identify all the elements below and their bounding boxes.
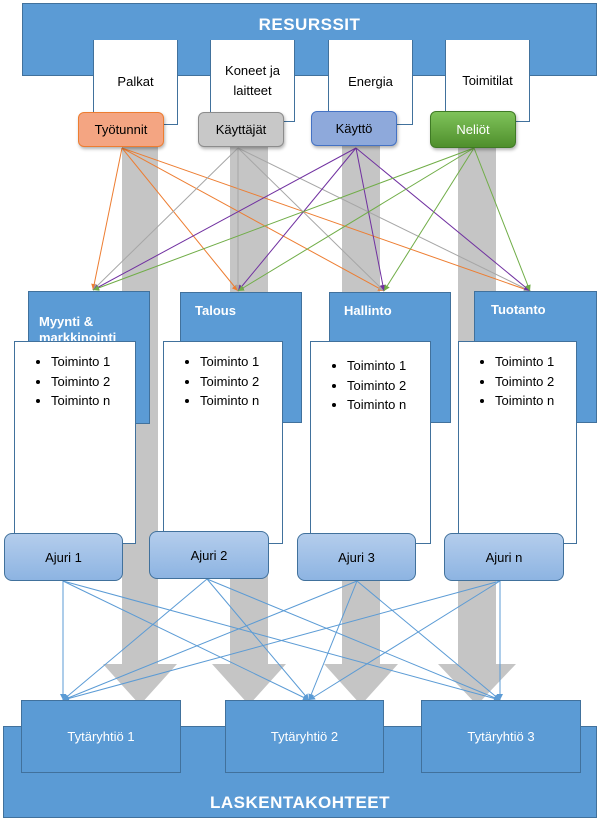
task-item: Toiminto n	[200, 391, 282, 411]
tag-neliot-label: Neliöt	[456, 122, 490, 137]
department-talous-label: Talous	[195, 303, 236, 318]
task-item: Toiminto 1	[495, 352, 576, 372]
target-tytaryhtio-2-label: Tytäryhtiö 2	[270, 729, 339, 744]
tasks-myynti: Toiminto 1 Toiminto 2 Toiminto n	[14, 341, 136, 544]
driver-2-label: Ajuri 2	[190, 547, 228, 563]
lines-tyotunnit	[91, 147, 531, 292]
resource-energia: Energia	[328, 40, 413, 125]
tag-kaytto: Käyttö	[311, 111, 397, 146]
task-item: Toiminto 2	[51, 372, 135, 392]
driver-n: Ajuri n	[444, 533, 564, 581]
tasks-tuotanto: Toiminto 1 Toiminto 2 Toiminto n	[458, 341, 577, 544]
lines-neliot	[92, 147, 531, 292]
lines-drivers	[60, 578, 503, 702]
target-tytaryhtio-2: Tytäryhtiö 2	[225, 700, 384, 773]
tag-kaytto-label: Käyttö	[335, 121, 373, 136]
targets-title: LASKENTAKOHTEET	[209, 793, 390, 812]
target-tytaryhtio-3: Tytäryhtiö 3	[421, 700, 581, 773]
resource-palkat: Palkat	[93, 40, 178, 125]
resource-palkat-label: Palkat	[117, 74, 154, 89]
tag-tyotunnit-label: Työtunnit	[94, 122, 148, 137]
tag-kayttajat-label: Käyttäjät	[215, 122, 267, 137]
resource-energia-label: Energia	[348, 74, 393, 89]
driver-1: Ajuri 1	[4, 533, 123, 581]
tag-neliot: Neliöt	[430, 111, 516, 148]
tag-tyotunnit: Työtunnit	[78, 112, 164, 147]
resource-toimitilat: Toimitilat	[445, 40, 530, 122]
task-item: Toiminto n	[51, 391, 135, 411]
target-tytaryhtio-1: Tytäryhtiö 1	[21, 700, 181, 773]
task-item: Toiminto 1	[347, 356, 430, 376]
lines-kaytto	[92, 147, 531, 292]
tag-kayttajat: Käyttäjät	[198, 112, 284, 147]
tasks-talous: Toiminto 1 Toiminto 2 Toiminto n	[163, 341, 283, 544]
driver-1-label: Ajuri 1	[45, 549, 82, 565]
resource-koneet: Koneet ja laitteet	[210, 40, 295, 122]
task-item: Toiminto 1	[51, 352, 135, 372]
driver-2: Ajuri 2	[149, 531, 269, 579]
target-tytaryhtio-1-label: Tytäryhtiö 1	[67, 729, 135, 744]
tasks-hallinto: Toiminto 1 Toiminto 2 Toiminto n	[310, 341, 431, 544]
resource-koneet-label: Koneet ja laitteet	[225, 62, 280, 98]
resource-toimitilat-label: Toimitilat	[462, 72, 513, 88]
resources-title: RESURSSIT	[258, 15, 361, 34]
lines-kayttajat	[92, 147, 531, 292]
department-tuotanto-label: Tuotanto	[491, 302, 546, 317]
driver-3-label: Ajuri 3	[338, 549, 375, 565]
task-item: Toiminto n	[495, 391, 576, 411]
task-item: Toiminto 1	[200, 352, 282, 372]
task-item: Toiminto 2	[347, 376, 430, 396]
department-hallinto-label: Hallinto	[344, 303, 392, 318]
task-item: Toiminto 2	[495, 372, 576, 392]
driver-n-label: Ajuri n	[485, 549, 523, 565]
driver-3: Ajuri 3	[297, 533, 416, 581]
task-item: Toiminto n	[347, 395, 430, 415]
task-item: Toiminto 2	[200, 372, 282, 392]
target-tytaryhtio-3-label: Tytäryhtiö 3	[467, 729, 535, 744]
